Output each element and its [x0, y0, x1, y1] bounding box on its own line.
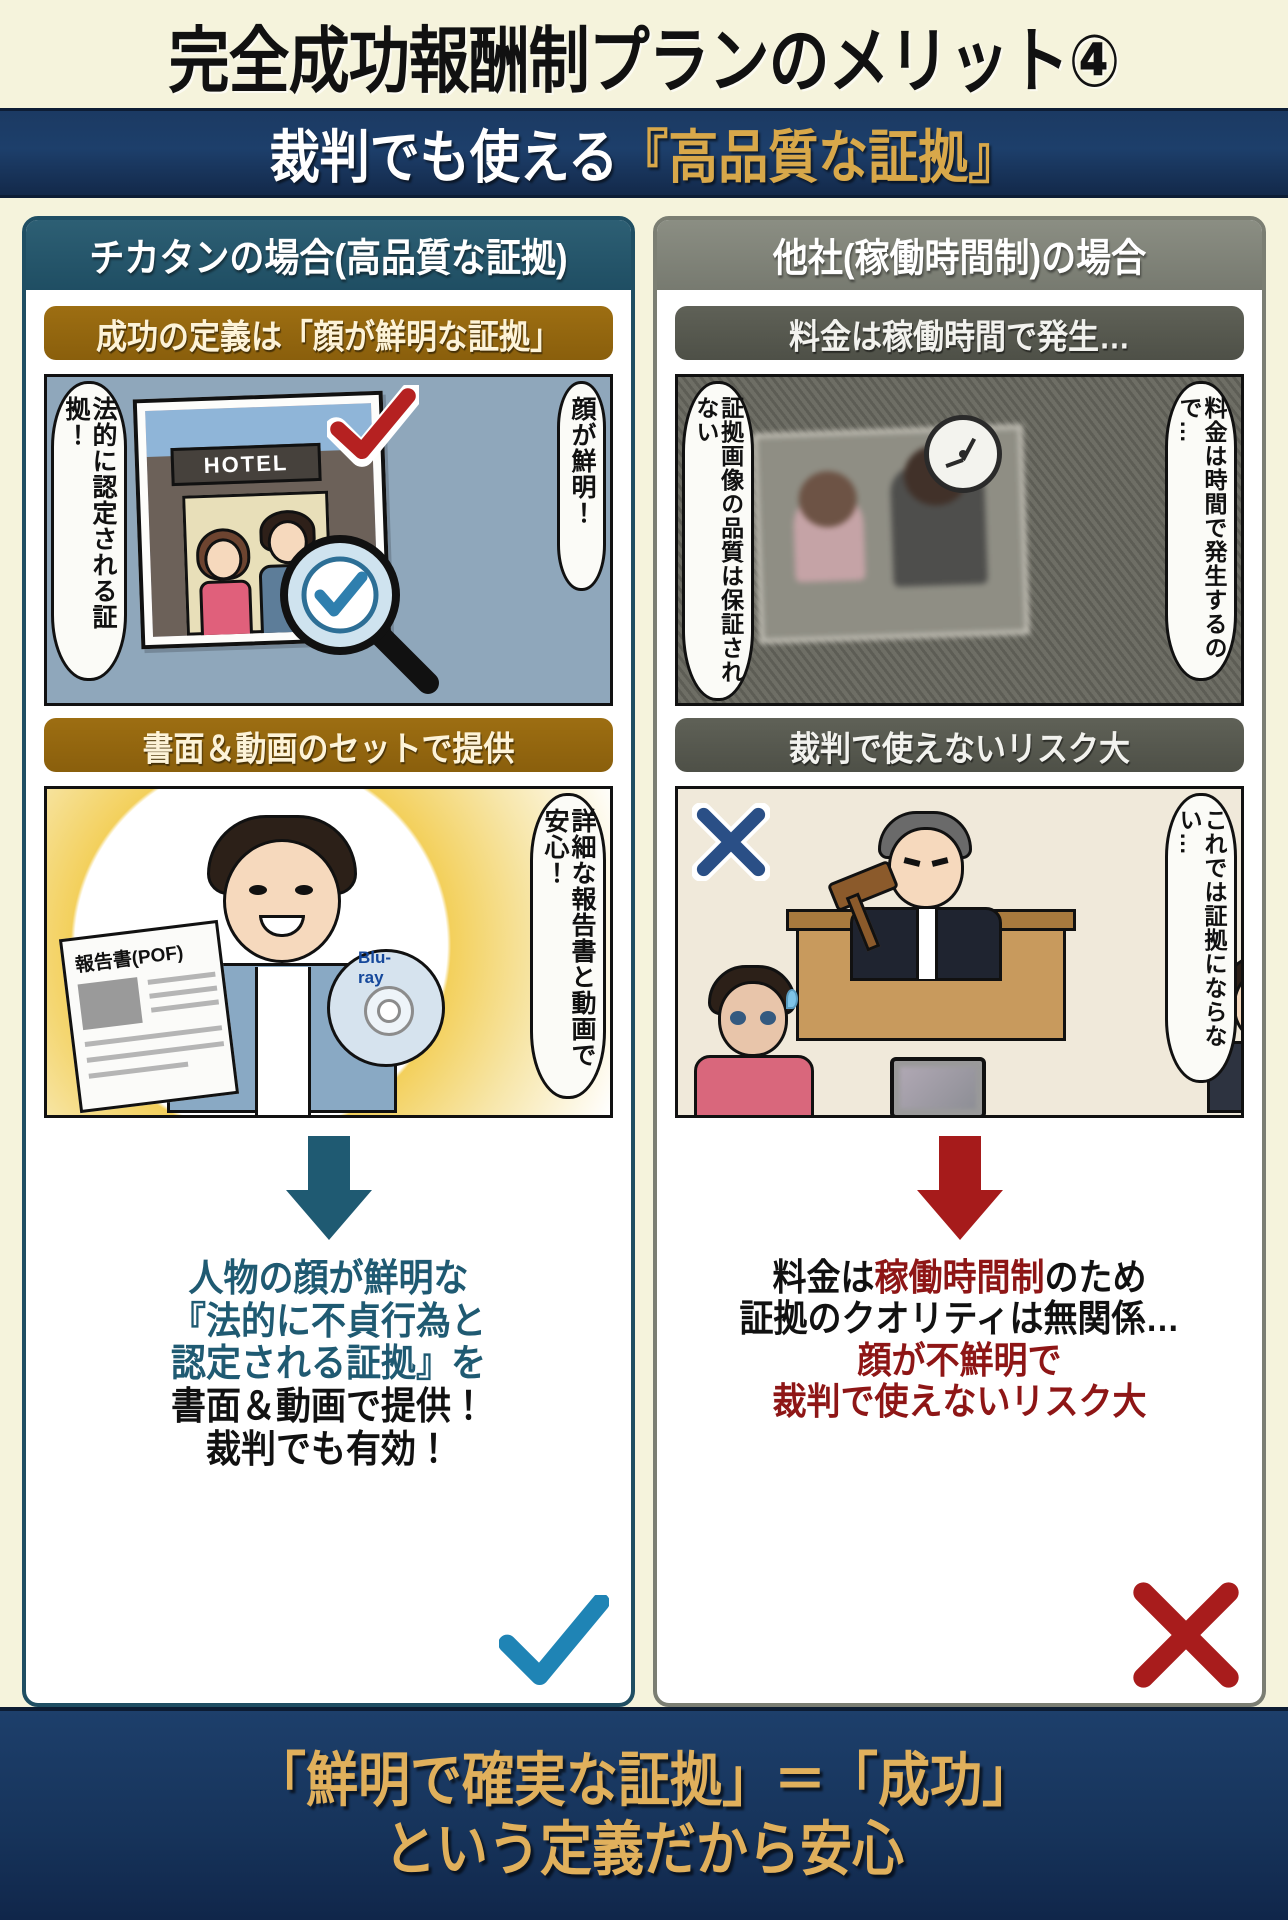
right-conclusion-line-3: 顔が不鮮明で — [857, 1340, 1062, 1382]
panel-header-other: 他社(稼働時間制)の場合 — [657, 220, 1262, 290]
right-block2-band: 裁判で使えないリスク大 — [675, 718, 1244, 772]
left-block1-band-label: 成功の定義は「顔が鮮明な証拠」 — [96, 317, 561, 356]
left-bubble-detailed-report: 詳細な報告書と動画で安心！ — [530, 793, 606, 1099]
clock-icon — [924, 415, 1002, 493]
panel-body-chikatan: 成功の定義は「顔が鮮明な証拠」 HOTEL — [26, 290, 631, 1703]
comparison-area: チカタンの場合(高品質な証拠) 成功の定義は「顔が鮮明な証拠」 HOTEL — [0, 198, 1288, 1707]
panel-header-chikatan: チカタンの場合(高品質な証拠) — [26, 220, 631, 290]
blue-check-icon — [499, 1595, 609, 1685]
right-conclusion-line-1-pre: 料金は — [772, 1257, 875, 1299]
page-title: 完全成功報酬制プランのメリット④ — [168, 20, 1121, 101]
title-band: 完全成功報酬制プランのメリット④ — [0, 0, 1288, 108]
tablet-device — [890, 1057, 986, 1115]
right-bubble-not-evidence: これでは証拠にならない… — [1165, 793, 1237, 1083]
right-scene-blurry-photo: 証拠画像の品質は保証されない 料金は時間で発生するので… — [675, 374, 1244, 706]
right-arrow-wrap — [669, 1136, 1250, 1240]
left-bubble-clear-face: 顔が鮮明！ — [557, 381, 606, 591]
bluray-disc: Blu-ray — [327, 948, 445, 1067]
footer-band: 「鮮明で確実な証拠」＝「成功」 という定義だから安心 — [0, 1707, 1288, 1920]
right-conclusion-line-1-highlight: 稼働時間制 — [874, 1257, 1045, 1299]
left-conclusion-line-3: 認定される証拠』を — [170, 1342, 486, 1385]
left-block1-band: 成功の定義は「顔が鮮明な証拠」 — [44, 306, 613, 360]
right-column: 他社(稼働時間制)の場合 料金は稼働時間で発生… — [653, 216, 1266, 1707]
left-arrow-wrap — [38, 1136, 619, 1240]
left-column: チカタンの場合(高品質な証拠) 成功の定義は「顔が鮮明な証拠」 HOTEL — [22, 216, 635, 1707]
down-arrow-red-icon — [916, 1136, 1003, 1240]
red-check-icon — [327, 385, 419, 467]
red-cross-icon — [1128, 1577, 1244, 1693]
magnifier-icon — [280, 535, 439, 694]
right-bubble-hourly-billing: 料金は時間で発生するので… — [1165, 381, 1237, 681]
left-block2-band: 書面＆動画のセットで提供 — [44, 718, 613, 772]
hotel-sign: HOTEL — [170, 442, 322, 487]
right-block1-band-label: 料金は稼働時間で発生… — [789, 317, 1130, 356]
panel-chikatan: チカタンの場合(高品質な証拠) 成功の定義は「顔が鮮明な証拠」 HOTEL — [22, 216, 635, 1707]
right-scene-courtroom: これでは証拠にならない… — [675, 786, 1244, 1118]
panel-body-other: 料金は稼働時間で発生… — [657, 290, 1262, 1703]
left-scene-evidence-photo: HOTEL — [44, 374, 613, 706]
subtitle: 裁判でも使える『高品質な証拠』 — [270, 112, 1019, 195]
bluray-disc-label: Blu-ray — [358, 948, 392, 987]
left-bubble-legal-evidence: 法的に認定される証拠！ — [51, 381, 127, 681]
right-block2-band-label: 裁判で使えないリスク大 — [789, 729, 1130, 768]
blue-x-icon — [692, 803, 770, 881]
left-conclusion: 人物の顔が鮮明な 『法的に不貞行為と 認定される証拠』を 書面＆動画で提供！ 裁… — [38, 1248, 619, 1695]
panel-header-other-label: 他社(稼働時間制)の場合 — [772, 236, 1147, 281]
report-document: 報告書(POF) — [58, 919, 240, 1114]
panel-header-chikatan-label: チカタンの場合(高品質な証拠) — [89, 236, 568, 281]
right-conclusion: 料金は稼働時間制のため 証拠のクオリティは無関係… 顔が不鮮明で 裁判で使えない… — [669, 1248, 1250, 1695]
right-block1-band: 料金は稼働時間で発生… — [675, 306, 1244, 360]
right-conclusion-line-1-post: のため — [1044, 1257, 1147, 1299]
report-document-label: 報告書(POF) — [74, 942, 185, 977]
subtitle-gold-part: 『高品質な証拠』 — [618, 125, 1019, 190]
left-conclusion-line-4: 書面＆動画で提供！ — [170, 1385, 486, 1428]
left-scene-report-delivery: 報告書(POF) Blu-ray — [44, 786, 613, 1118]
down-arrow-teal-icon — [285, 1136, 372, 1240]
footer-line-1: 「鮮明で確実な証拠」＝「成功」 — [253, 1747, 1034, 1814]
right-conclusion-line-4: 裁判で使えないリスク大 — [772, 1381, 1147, 1423]
right-conclusion-line-2: 証拠のクオリティは無関係… — [739, 1298, 1180, 1340]
subtitle-band: 裁判でも使える『高品質な証拠』 — [0, 108, 1288, 198]
right-conclusion-line-1: 料金は稼働時間制のため — [773, 1256, 1147, 1301]
left-conclusion-line-5: 裁判でも有効！ — [205, 1428, 451, 1471]
subtitle-plain-part: 裁判でも使える — [269, 125, 619, 190]
left-block2-band-label: 書面＆動画のセットで提供 — [142, 729, 515, 768]
footer-line-2: という定義だから安心 — [383, 1816, 904, 1883]
panel-other-company: 他社(稼働時間制)の場合 料金は稼働時間で発生… — [653, 216, 1266, 1707]
left-conclusion-line-1: 人物の顔が鮮明な — [188, 1257, 469, 1300]
left-conclusion-line-2: 『法的に不貞行為と — [170, 1300, 486, 1343]
right-bubble-no-quality-guarantee: 証拠画像の品質は保証されない — [682, 381, 754, 701]
